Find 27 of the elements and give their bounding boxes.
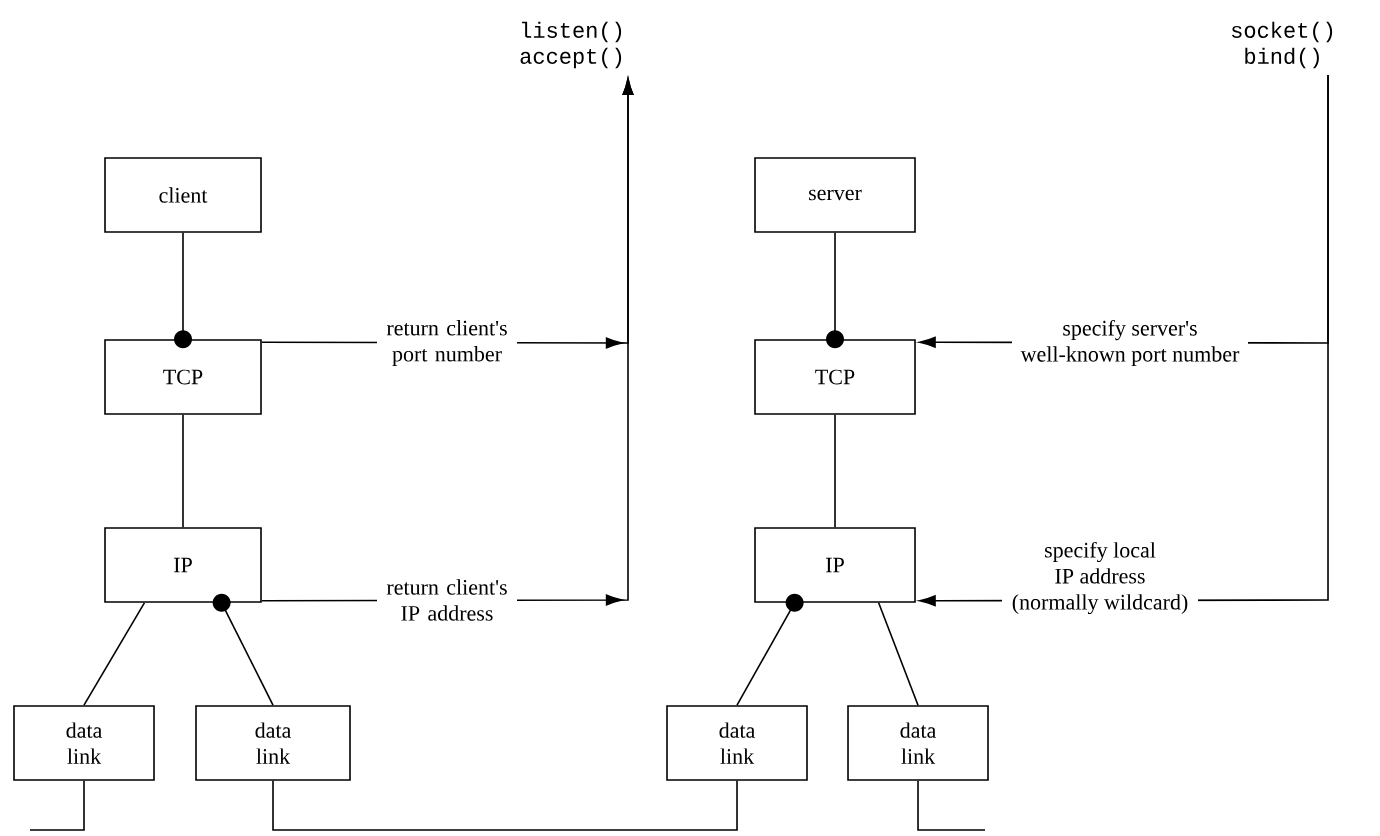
function-name-label: socket() bind(): [1232, 21, 1333, 69]
connector-line: [29, 780, 85, 831]
connector-line: [83, 602, 146, 706]
layer-box: TCP: [754, 339, 916, 415]
layer-box: data link: [195, 705, 351, 781]
connector-line: [917, 780, 986, 831]
connector-line: [877, 602, 919, 706]
layer-box: data link: [847, 705, 989, 781]
connector-line: [212, 593, 274, 706]
edge-label: return client's port number: [377, 318, 517, 368]
edge-label: specify local IP address (normally wildcard): [1002, 539, 1198, 617]
function-name-label: listen() accept(): [520, 21, 622, 69]
connector-line: [174, 232, 192, 349]
connector-line: [826, 232, 844, 349]
layer-box: data link: [666, 705, 808, 781]
layer-box: data link: [13, 705, 155, 781]
layer-box: client: [104, 157, 262, 233]
connector-line: [834, 414, 836, 528]
layer-box: TCP: [104, 339, 262, 415]
layer-box: server: [754, 157, 916, 233]
connector-line: [182, 414, 184, 528]
connector-line: [272, 780, 738, 831]
connector-line: [736, 593, 804, 706]
edge-label: specify server's well-known port number: [1012, 317, 1248, 369]
layer-box: IP: [754, 527, 916, 603]
edge-label: return client's IP address: [377, 577, 517, 623]
layer-box: IP: [104, 527, 262, 603]
